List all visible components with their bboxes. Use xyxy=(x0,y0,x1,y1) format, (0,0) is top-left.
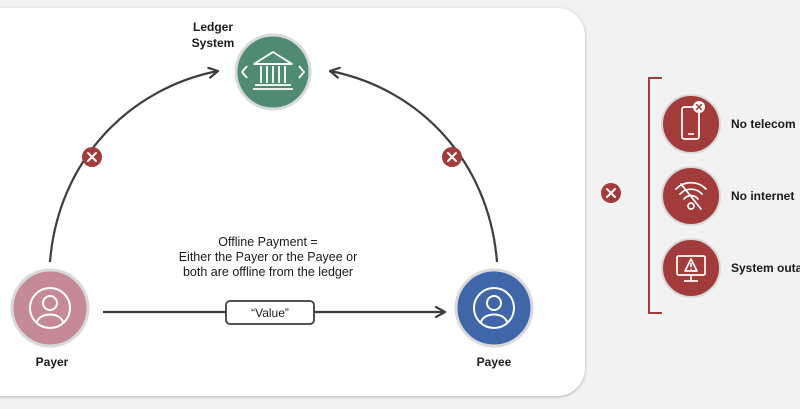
ledger-node xyxy=(234,33,312,111)
reason-item-telecom: No telecom xyxy=(661,94,796,154)
arrow-payer-to-ledger xyxy=(48,71,218,263)
payer-label: Payer xyxy=(36,355,69,369)
user-icon xyxy=(29,287,71,329)
reason-label-internet: No internet xyxy=(731,189,794,203)
bank-icon xyxy=(241,51,305,90)
payee-label: Payee xyxy=(477,355,512,369)
reasons-bracket xyxy=(648,77,662,314)
payer-node xyxy=(10,268,90,348)
ledger-label-line1: Ledger xyxy=(193,20,233,34)
error-mark-reasons xyxy=(601,183,621,203)
caption-line3: both are offline from the ledger xyxy=(183,265,353,279)
ledger-label-line2: System xyxy=(192,36,235,50)
value-tag: “Value” xyxy=(225,300,315,325)
reason-label-outage: System outa xyxy=(731,261,800,275)
reason-item-outage: System outa xyxy=(661,238,800,298)
payee-node xyxy=(454,268,534,348)
reason-label-telecom: No telecom xyxy=(731,117,796,131)
caption-line2: Either the Payer or the Payee or xyxy=(179,250,358,264)
phone-off-icon xyxy=(681,101,705,140)
error-mark-left xyxy=(82,147,102,167)
caption-line1: Offline Payment = xyxy=(218,235,317,249)
wifi-off-icon xyxy=(675,181,707,210)
arrow-payee-to-ledger xyxy=(330,71,499,263)
value-tag-label: “Value” xyxy=(251,306,289,320)
reason-item-internet: No internet xyxy=(661,166,794,226)
error-mark-right xyxy=(442,147,462,167)
user-icon xyxy=(473,287,515,329)
monitor-warning-icon xyxy=(676,255,706,282)
